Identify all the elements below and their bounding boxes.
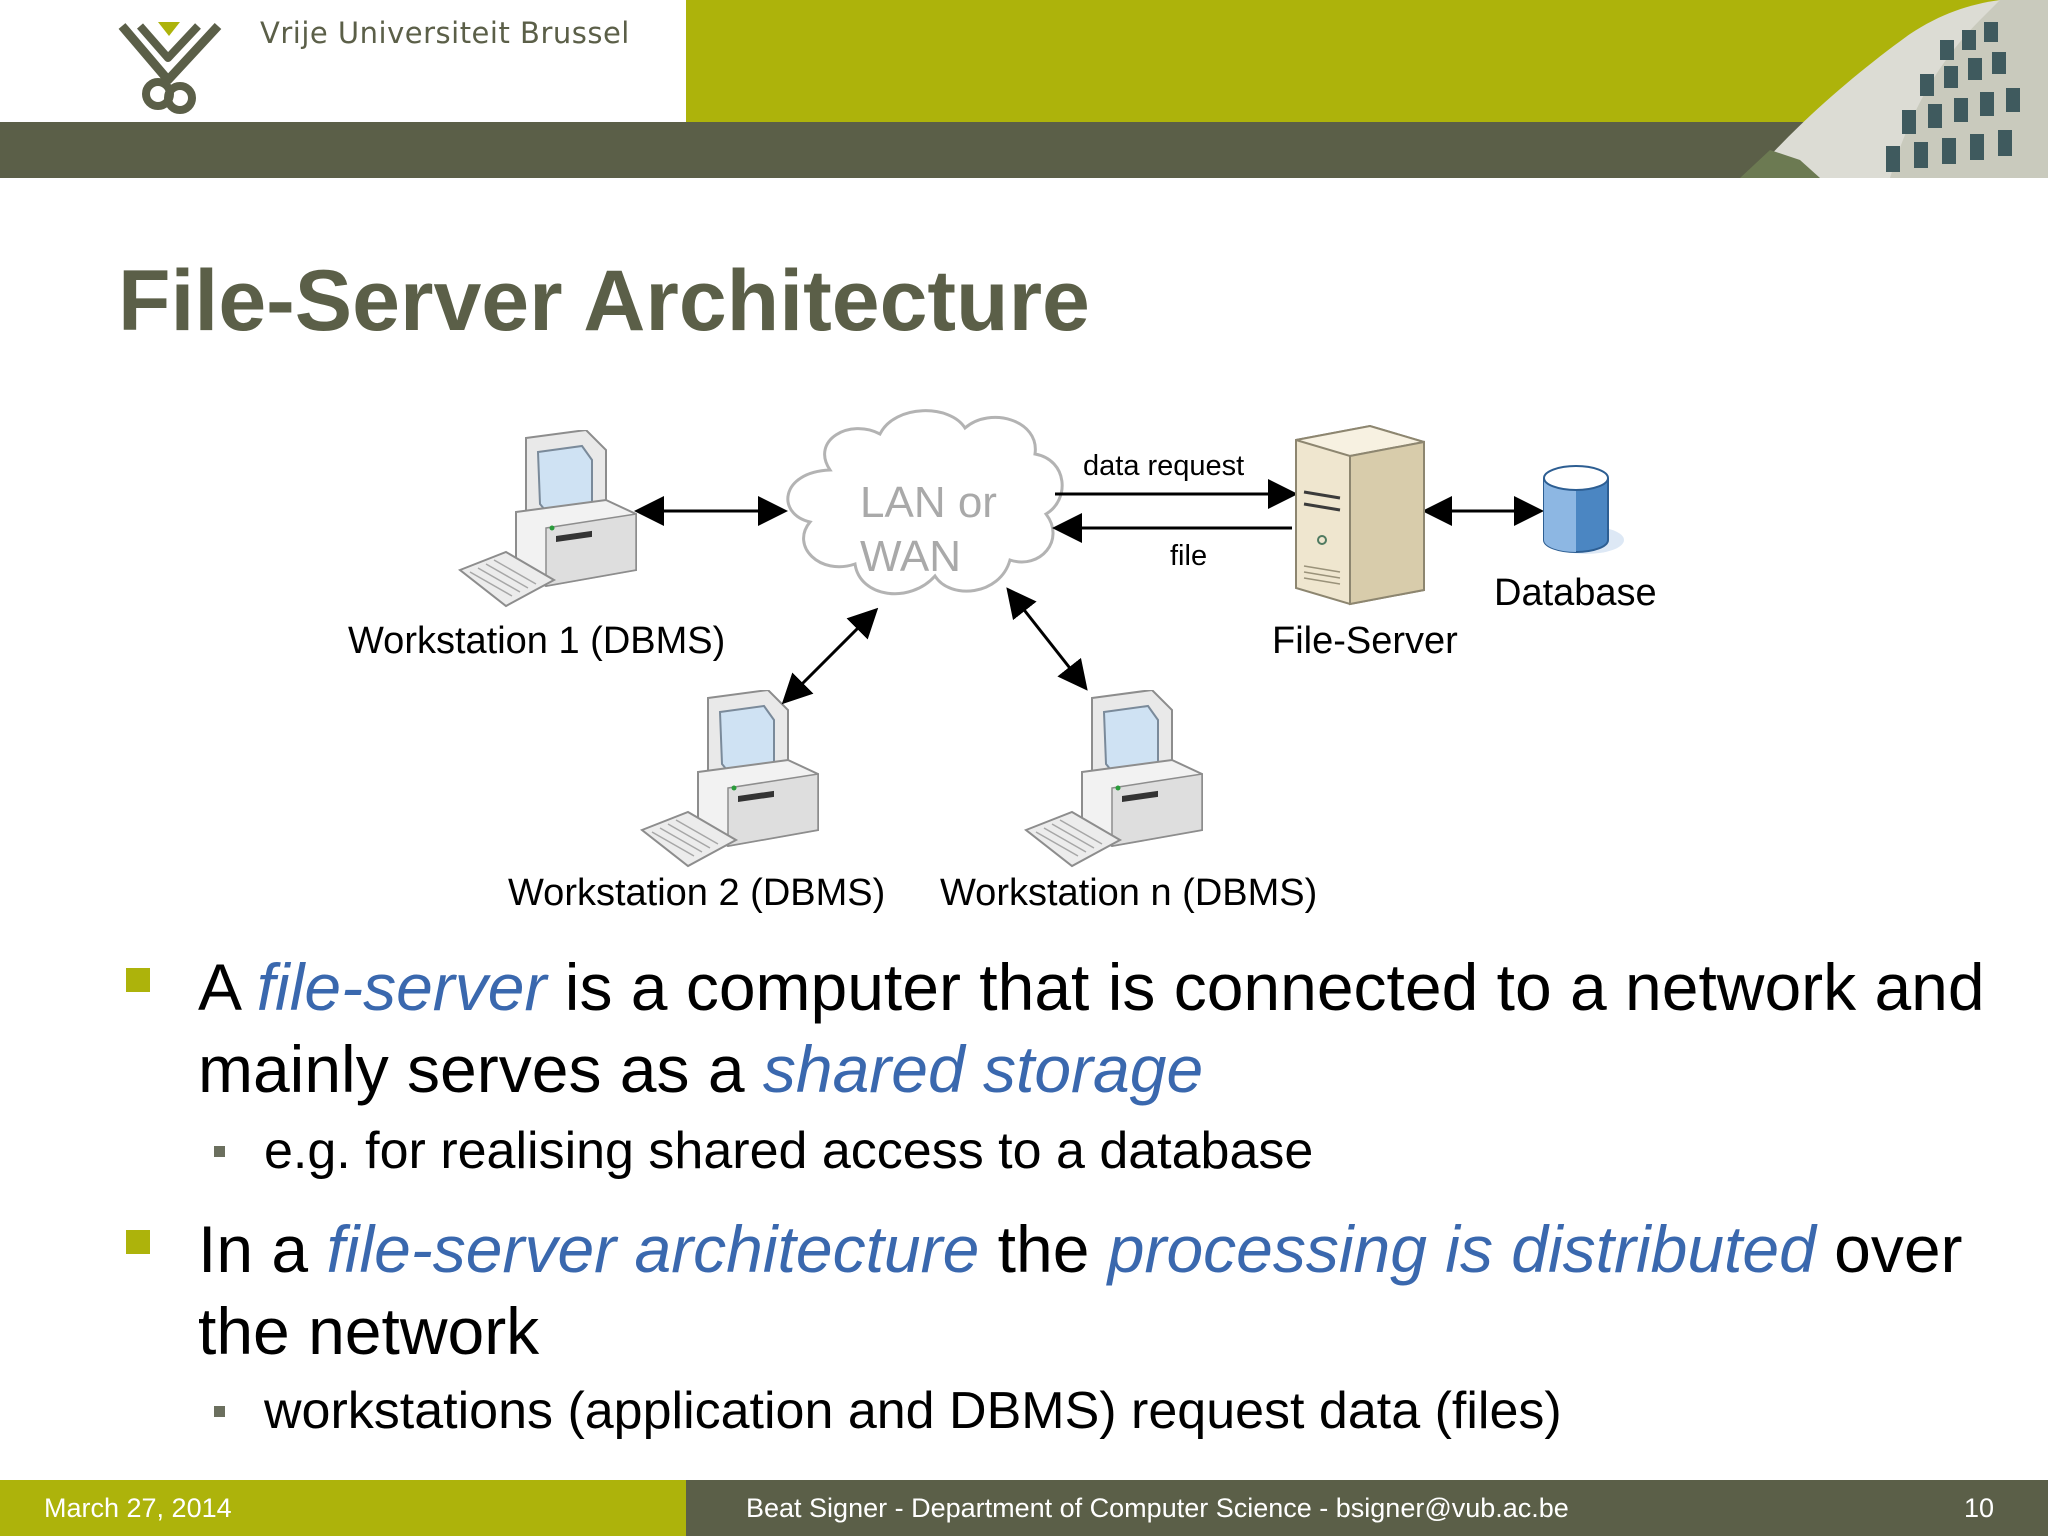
header-band: [0, 122, 2048, 178]
bullet-2-text: In a file-server architecture the proces…: [198, 1212, 1963, 1368]
bullet-1-text: A file-server is a computer that is conn…: [198, 950, 1985, 1106]
page-number: 10: [1964, 1493, 1995, 1523]
footer-author: Beat Signer - Department of Computer Sci…: [746, 1493, 1569, 1523]
university-name: Vrije Universiteit Brussel: [260, 16, 630, 50]
arrow-file-label: file: [1170, 540, 1208, 572]
building-photo: [1740, 0, 2048, 178]
vub-logo-icon: [118, 18, 238, 118]
workstation-icon: [459, 430, 637, 607]
cloud-icon: [786, 409, 1064, 596]
footer-accent-bar: [0, 1480, 686, 1536]
cloud-label-line2: WAN: [860, 532, 962, 581]
database-label: Database: [1494, 572, 1657, 614]
sub-bullet-square-icon: [214, 1146, 225, 1157]
bullet-square-icon: [126, 968, 150, 992]
sub-bullet-square-icon: [214, 1406, 225, 1417]
workstation-icon: [641, 690, 819, 867]
bullet-1-sub-text: e.g. for realising shared access to a da…: [264, 1122, 1314, 1180]
workstationn-label: Workstation n (DBMS): [940, 872, 1318, 914]
workstation2-label: Workstation 2 (DBMS): [508, 872, 886, 914]
slide-title: File-Server Architecture: [118, 253, 1090, 349]
workstation1-label: Workstation 1 (DBMS): [348, 620, 726, 662]
header-accent-bar: [686, 0, 2048, 122]
server-icon: [1295, 424, 1425, 606]
architecture-diagram: LAN or WAN data request file Workstation…: [0, 400, 2048, 940]
cloud-label-line1: LAN or: [860, 478, 997, 527]
fileserver-label: File-Server: [1272, 620, 1458, 662]
database-icon: [1543, 465, 1624, 554]
footer-date: March 27, 2014: [44, 1493, 232, 1523]
workstation-icon: [1025, 690, 1203, 867]
bullet-2-sub-text: workstations (application and DBMS) requ…: [264, 1382, 1562, 1440]
footer-band: [686, 1480, 2048, 1536]
arrow-request-label: data request: [1083, 450, 1245, 482]
bullet-square-icon: [126, 1230, 150, 1254]
